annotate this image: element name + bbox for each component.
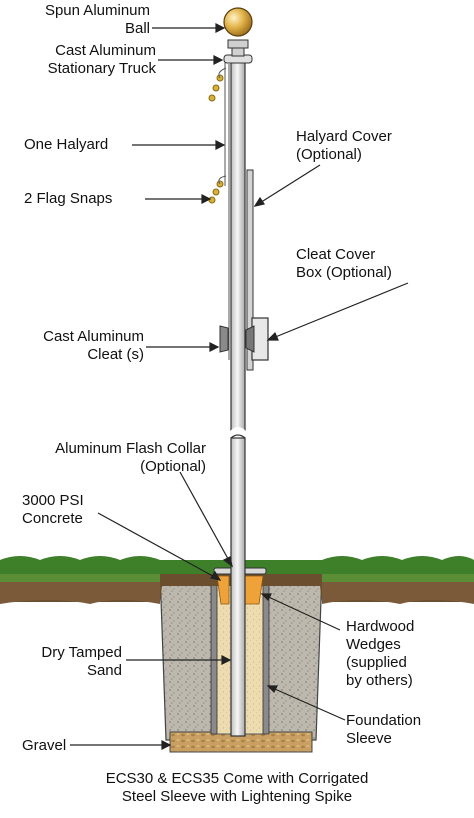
label-halyard-cover-line1: Halyard Cover [296, 128, 392, 145]
label-flash-collar-line1: Aluminum Flash Collar [55, 440, 206, 457]
label-halyard-cover: Halyard Cover (Optional) [296, 128, 392, 164]
pole-upper [230, 57, 246, 431]
caption: ECS30 & ECS35 Come with Corrigated Steel… [0, 770, 474, 806]
label-cleat-line1: Cast Aluminum [43, 328, 144, 345]
label-sleeve-line1: Foundation [346, 712, 422, 729]
truck [223, 39, 253, 64]
label-sleeve: Foundation Sleeve [346, 712, 421, 748]
label-sand-line2: Sand [86, 662, 122, 679]
label-concrete-line1: 3000 PSI [22, 492, 84, 509]
label-cleat-cover: Cleat Cover Box (Optional) [296, 246, 392, 282]
label-sand: Dry Tamped Sand [0, 644, 122, 680]
label-ball-line1: Spun Aluminum [44, 2, 150, 19]
label-cleat-cover-line2: Box (Optional) [296, 264, 392, 281]
label-halyard-cover-line2: (Optional) [296, 146, 362, 163]
label-truck-line2: Stationary Truck [47, 60, 156, 77]
flag-snaps [208, 67, 227, 204]
label-sleeve-line2: Sleeve [346, 730, 392, 747]
label-truck: Cast Aluminum Stationary Truck [0, 42, 156, 78]
label-concrete: 3000 PSI Concrete [22, 492, 84, 528]
label-wedges-line2: Wedges [346, 636, 401, 653]
spun-ball [223, 7, 253, 37]
cleat [219, 317, 269, 361]
label-wedges-line3: (supplied [346, 654, 407, 671]
label-ball-line2: Ball [124, 20, 150, 37]
label-snaps: 2 Flag Snaps [24, 190, 113, 207]
halyard-cover [246, 169, 254, 371]
label-wedges-line1: Hardwood [346, 618, 415, 635]
label-cleat-cover-line1: Cleat Cover [296, 246, 376, 263]
pole-lower [230, 437, 246, 737]
sleeve-left-wall [210, 573, 218, 735]
label-ball: Spun Aluminum Ball [0, 2, 150, 38]
wedge-left [216, 575, 230, 605]
label-cleat: Cast Aluminum Cleat (s) [0, 328, 144, 364]
label-truck-line1: Cast Aluminum [55, 42, 156, 59]
label-flash-collar-line2: (Optional) [140, 458, 206, 475]
label-halyard: One Halyard [24, 136, 109, 153]
pole [224, 57, 254, 737]
label-wedges: Hardwood Wedges (supplied by others) [346, 618, 414, 690]
label-cleat-line2: Cleat (s) [87, 346, 144, 363]
label-sand-line1: Dry Tamped [41, 644, 122, 661]
label-flash-collar: Aluminum Flash Collar (Optional) [0, 440, 206, 476]
label-wedges-line4: by others) [346, 672, 413, 689]
label-gravel: Gravel [22, 737, 67, 754]
label-concrete-line2: Concrete [22, 510, 83, 527]
leader-lines [70, 23, 409, 750]
caption-line2: Steel Sleeve with Lightening Spike [121, 788, 353, 805]
caption-line1: ECS30 & ECS35 Come with Corrigated [105, 770, 369, 787]
